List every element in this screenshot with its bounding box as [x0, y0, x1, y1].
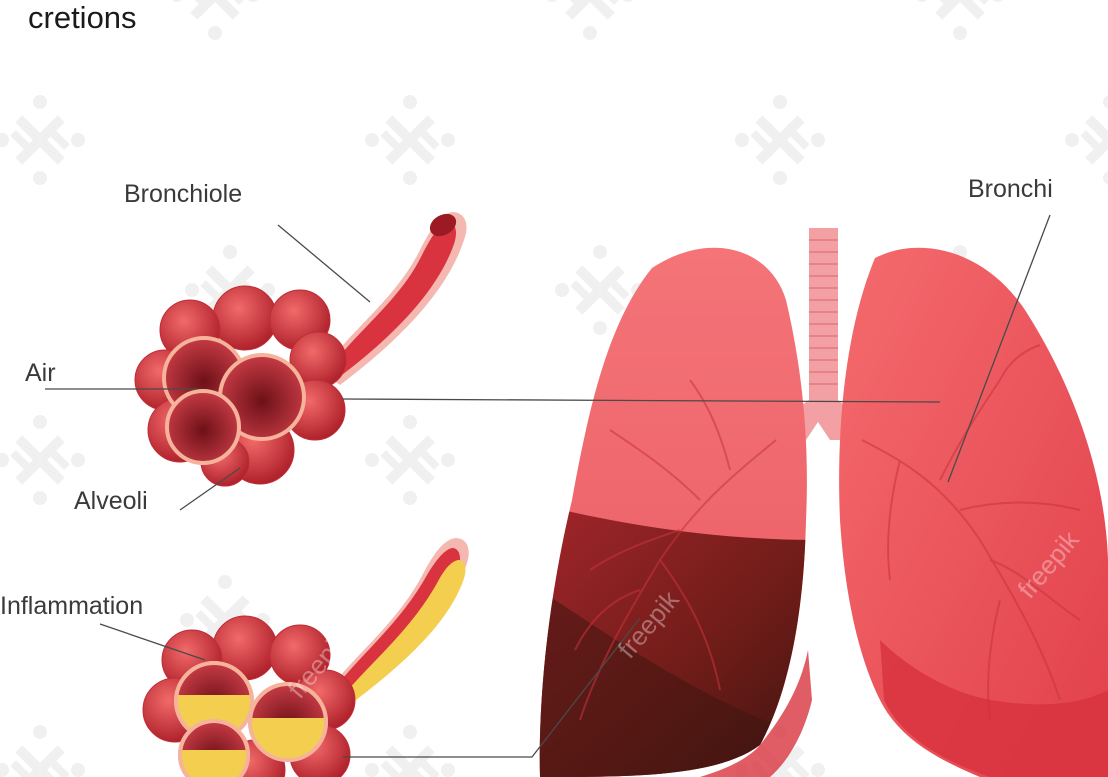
label-bronchi: Bronchi [968, 177, 1053, 202]
page-heading: cretions [28, 2, 137, 33]
right-lung [839, 248, 1108, 777]
inflamed-bronchiole [330, 538, 469, 702]
leader-bronchiole [278, 225, 370, 302]
left-lung [520, 248, 820, 777]
label-bronchiole: Bronchiole [124, 182, 242, 207]
label-inflammation: Inflammation [0, 594, 143, 619]
label-air: Air [25, 361, 56, 386]
label-alveoli: Alveoli [74, 489, 148, 514]
